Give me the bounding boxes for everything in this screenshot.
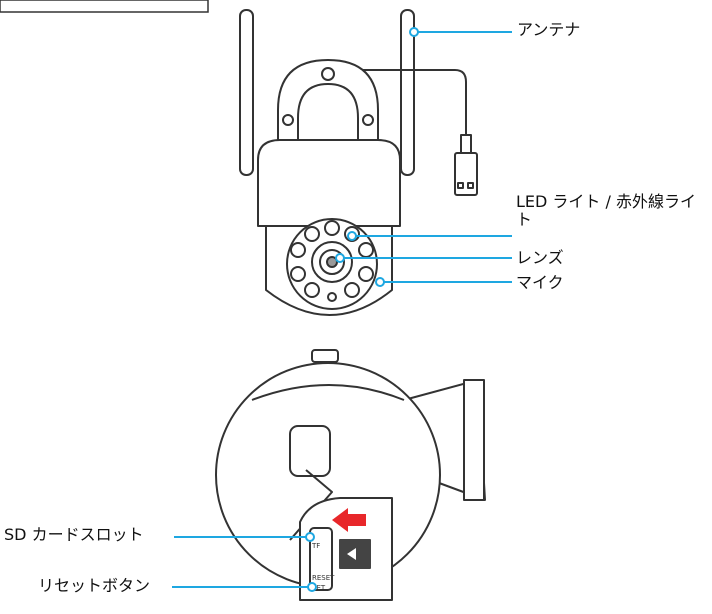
top-frame-edge xyxy=(0,0,209,13)
set-text: SET xyxy=(312,584,326,592)
callout-reset-dot xyxy=(307,582,317,592)
sd-card-notch-icon xyxy=(347,548,356,560)
mount-bracket xyxy=(277,59,379,149)
callout-led-dot xyxy=(347,231,357,241)
microphone-label: マイク xyxy=(516,273,564,292)
led-ring xyxy=(290,220,374,302)
callout-mic-dot xyxy=(375,277,385,287)
right-antenna xyxy=(400,9,415,176)
callout-antenna-dot xyxy=(409,27,419,37)
usb-pin-right xyxy=(467,182,474,189)
antenna-label: アンテナ xyxy=(517,20,581,39)
power-cable xyxy=(360,69,467,138)
tf-text: TF xyxy=(311,542,320,550)
bracket-inner xyxy=(297,83,359,148)
camera-dome xyxy=(257,139,401,227)
bracket-screw-top xyxy=(321,67,335,81)
tf-slot xyxy=(309,527,333,591)
callout-lens-dot xyxy=(335,253,345,263)
top-knob xyxy=(311,349,339,363)
lens-label: レンズ xyxy=(516,248,564,267)
insert-arrow-icon xyxy=(332,508,366,532)
slot-cover xyxy=(289,425,331,477)
reset-button-label: リセットボタン xyxy=(38,576,151,595)
callout-sd-dot xyxy=(305,532,315,542)
usb-pin-left xyxy=(457,182,464,189)
reset-text: RESET xyxy=(312,574,335,582)
led-ir-light-label: LED ライト / 赤外線ライト xyxy=(516,192,696,229)
left-antenna xyxy=(239,9,254,176)
sd-card-slot-label: SD カードスロット xyxy=(4,525,144,544)
body-seam xyxy=(251,384,405,401)
bracket-screw-right xyxy=(362,114,374,126)
bracket-screw-left xyxy=(282,114,294,126)
wall-plate xyxy=(463,379,485,501)
